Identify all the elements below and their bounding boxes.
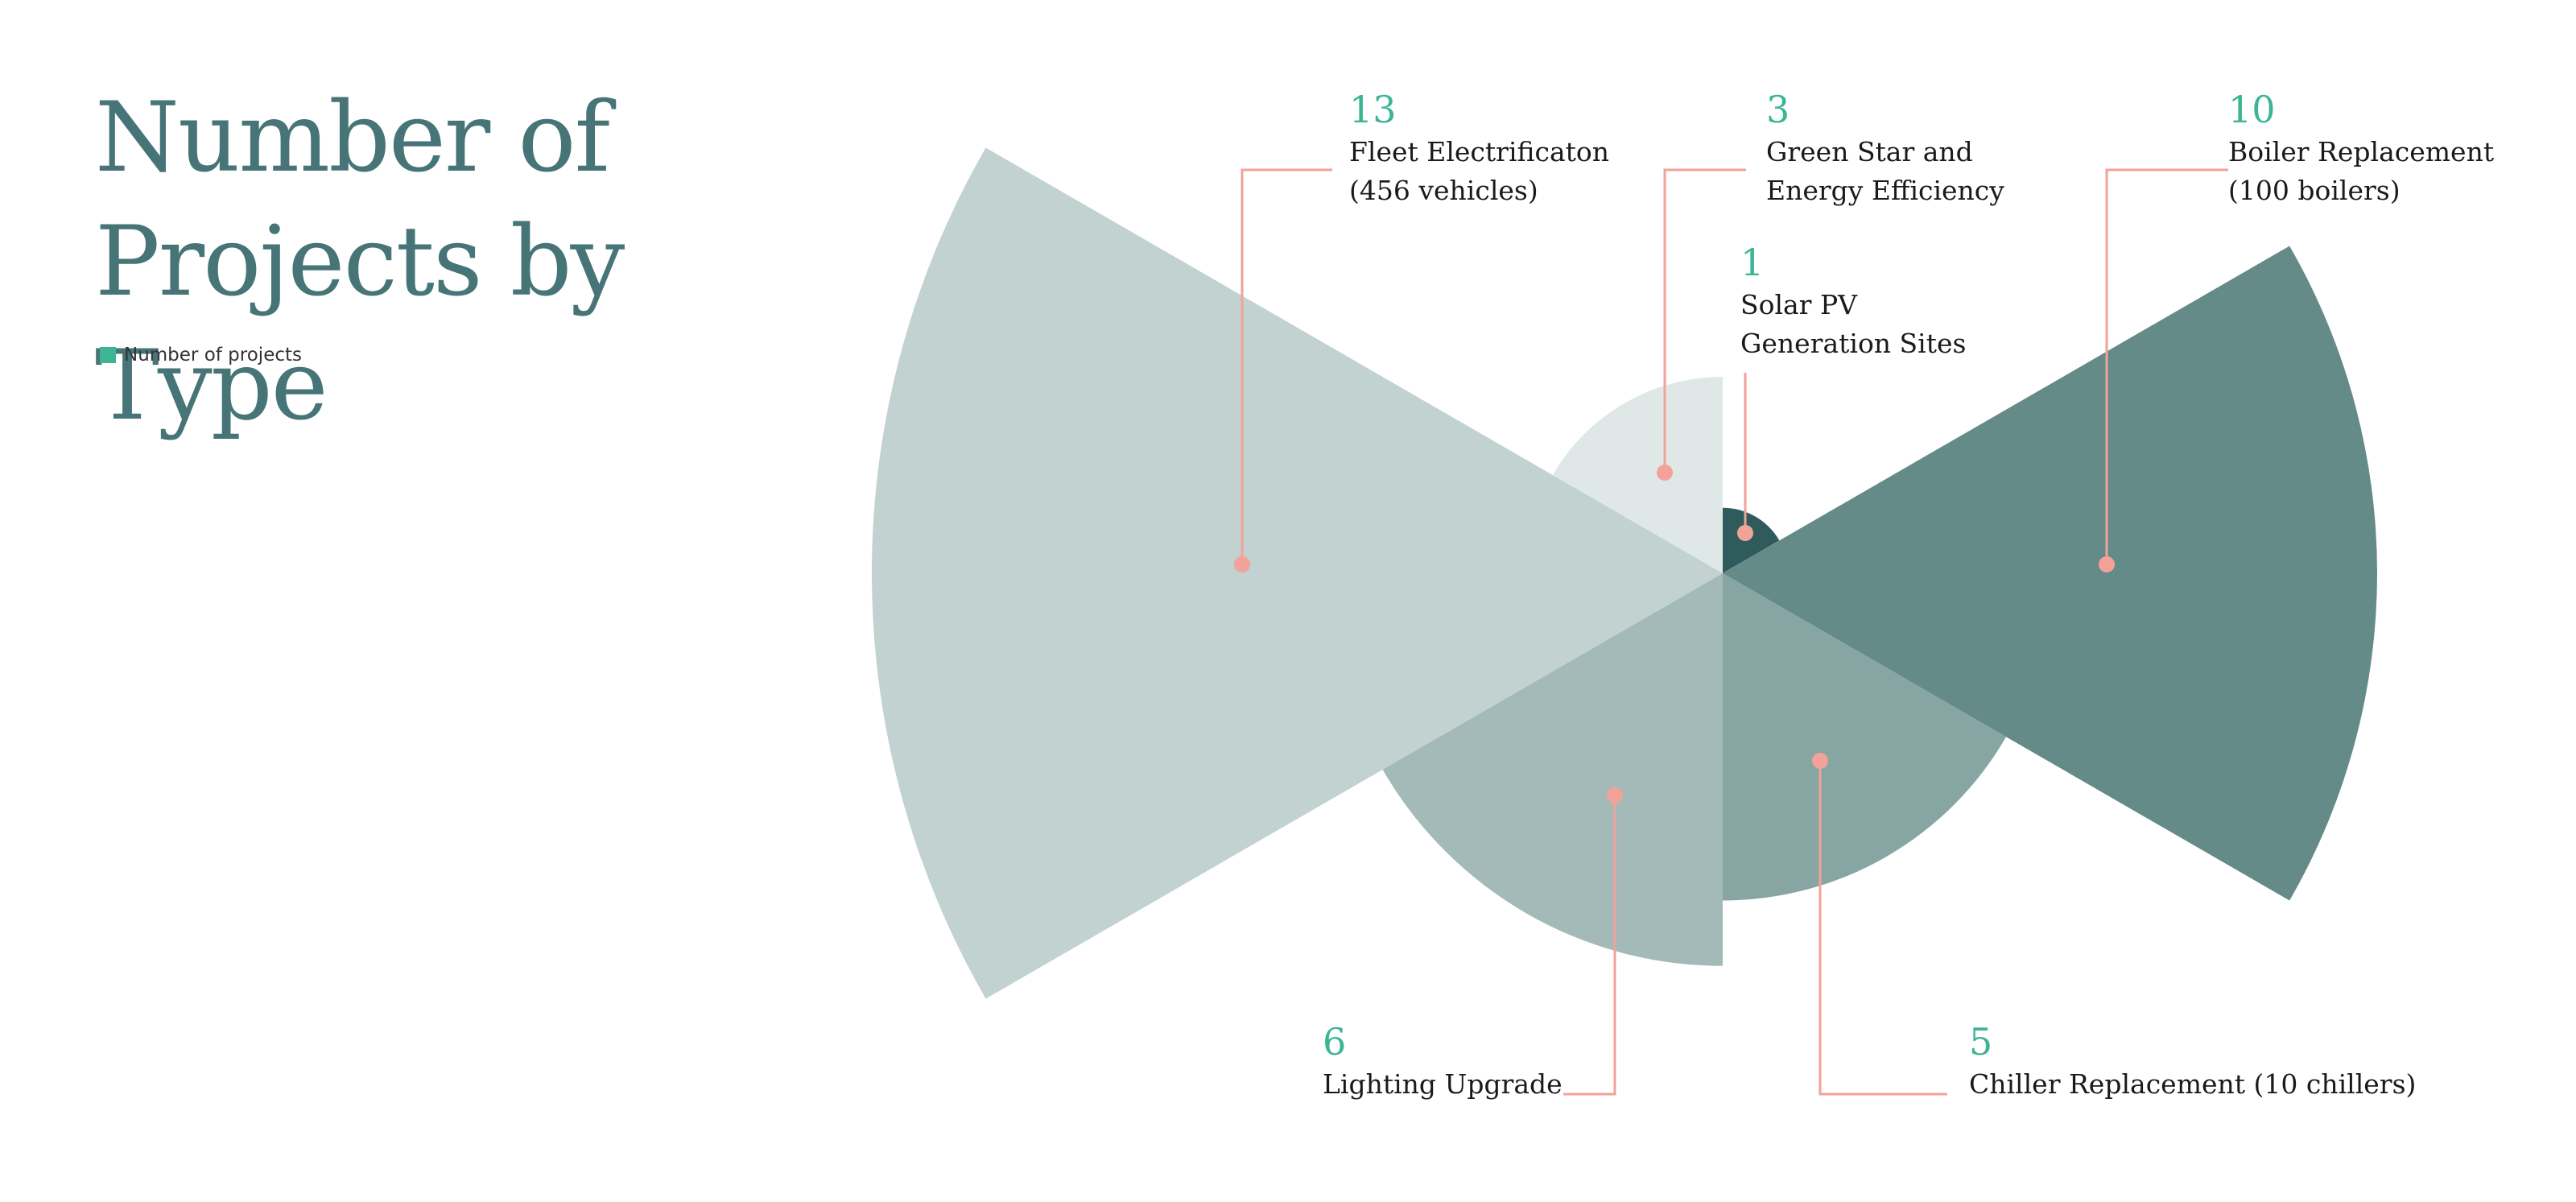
legend: Number of projects [100, 345, 302, 366]
category-label-boiler-replacement: (100 boilers) [2228, 175, 2401, 206]
legend-label: Number of projects [124, 345, 302, 366]
wedge-lighting-upgrade [1382, 573, 1723, 966]
category-label-green-star-and: Energy Efficiency [1766, 175, 2004, 206]
legend-swatch [100, 347, 116, 363]
wedge-green-star-and [1552, 377, 1723, 573]
category-label-fleet-electrificaton: (456 vehicles) [1349, 175, 1538, 206]
leader-dot-boiler-replacement [2099, 556, 2115, 572]
category-label-solar-pv: Generation Sites [1740, 328, 1966, 359]
value-label-chiller-replacement-10-chillers: 5 [1969, 1020, 1992, 1064]
category-label-green-star-and: Green Star and [1766, 136, 1973, 167]
category-label-solar-pv: Solar PV [1740, 289, 1858, 320]
category-label-lighting-upgrade: Lighting Upgrade [1323, 1068, 1563, 1100]
leader-line-green-star-and [1663, 168, 1746, 473]
leader-line-fleet-electrificaton [1241, 168, 1332, 564]
leader-dot-lighting-upgrade [1607, 787, 1623, 803]
value-label-solar-pv: 1 [1740, 241, 1764, 284]
value-label-green-star-and: 3 [1766, 88, 1790, 131]
value-label-boiler-replacement: 10 [2228, 88, 2276, 131]
value-label-lighting-upgrade: 6 [1323, 1020, 1346, 1064]
value-label-fleet-electrificaton: 13 [1349, 88, 1397, 131]
wedge-chiller-replacement-10-chillers [1723, 573, 2007, 901]
category-label-fleet-electrificaton: Fleet Electrificaton [1349, 136, 1609, 167]
chart-title: Number of Projects by Type [95, 82, 625, 442]
category-label-boiler-replacement: Boiler Replacement [2228, 136, 2494, 167]
leader-dot-solar-pv [1737, 525, 1753, 541]
category-label-chiller-replacement-10-chillers: Chiller Replacement (10 chillers) [1969, 1068, 2416, 1100]
wedge-fleet-electrificaton [871, 147, 1723, 999]
leader-dot-green-star-and [1657, 465, 1673, 481]
leader-line-chiller-replacement-10-chillers [1818, 761, 1947, 1096]
leader-line-lighting-upgrade [1563, 795, 1616, 1096]
wedge-boiler-replacement [1723, 246, 2378, 901]
leader-line-boiler-replacement [2105, 168, 2228, 564]
leader-dot-chiller-replacement-10-chillers [1812, 753, 1828, 769]
wedge-solar-pv [1723, 507, 1780, 573]
wedges [871, 147, 2378, 999]
leader-dot-fleet-electrificaton [1234, 556, 1250, 572]
